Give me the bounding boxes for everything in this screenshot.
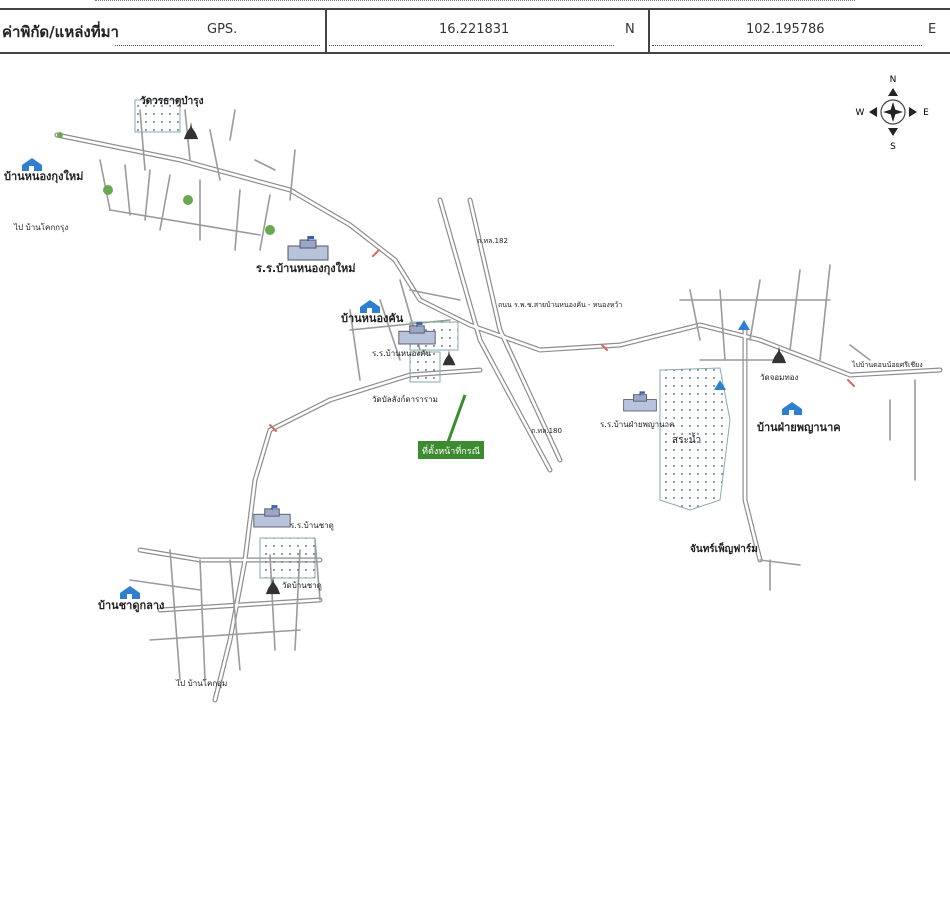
road-network bbox=[54, 109, 943, 703]
gps-source-value: GPS. bbox=[207, 22, 238, 37]
triangle-icon bbox=[714, 320, 750, 390]
site-marker: ที่ตั้งหน้าที่กรณี bbox=[418, 394, 484, 459]
dotted-underline bbox=[652, 45, 922, 46]
village-nongkhan-label: บ้านหนองคัน bbox=[341, 312, 404, 325]
gps-label: ค่าพิกัด/แหล่งที่มา bbox=[2, 23, 119, 41]
latitude-hemisphere: N bbox=[625, 22, 635, 37]
compass-n: N bbox=[890, 75, 897, 85]
school-nongkhan-label: ร.ร.บ้านหนองคัน bbox=[372, 349, 432, 358]
compass-rose: N S E W bbox=[856, 75, 930, 152]
school-chaophaya-label: ร.ร.บ้านฝ่ายพญานาค bbox=[600, 420, 674, 429]
gps-coordinate-bar: ค่าพิกัด/แหล่งที่มา GPS. 16.221831 N 102… bbox=[0, 0, 950, 54]
longitude-cell: 102.195786 E bbox=[650, 10, 950, 52]
temple-icon bbox=[442, 350, 456, 366]
reservoir-label: สระน้ำ bbox=[672, 432, 701, 446]
road-to-south-label: ไป บ้านโคกอุ่ม bbox=[175, 678, 227, 688]
tree-markers bbox=[57, 132, 275, 235]
wat-east-label: วัดจอมทอง bbox=[760, 373, 799, 382]
compass-s: S bbox=[890, 142, 896, 152]
arrow-east-icon bbox=[909, 107, 917, 117]
compass-w: W bbox=[856, 108, 865, 118]
temple-icon bbox=[265, 577, 281, 595]
village-chaophaya-label: บ้านฝ่ายพญานาค bbox=[757, 421, 841, 434]
arrow-west-icon bbox=[869, 107, 877, 117]
village-nongkung-label: บ้านหนองกุงใหม่ bbox=[4, 169, 83, 184]
reservoir-area bbox=[659, 367, 731, 511]
village-south-label: บ้านชาดูกลาง bbox=[98, 599, 164, 613]
wat-center-label: วัดบัลลังก์ดาราราม bbox=[372, 394, 438, 404]
location-map: ที่ตั้งหน้าที่กรณี วัดวรธาตุบำรุง บ้านหน… bbox=[4, 75, 943, 703]
school-icon bbox=[623, 390, 657, 412]
arrow-north-icon bbox=[888, 88, 898, 96]
route-180-label: ถ.ทล.180 bbox=[531, 427, 562, 435]
longitude-hemisphere: E bbox=[928, 22, 937, 37]
longitude-value: 102.195786 bbox=[746, 22, 825, 37]
gps-source-cell: ค่าพิกัด/แหล่งที่มา GPS. bbox=[0, 10, 327, 52]
dotted-underline bbox=[115, 45, 320, 46]
settlement-areas bbox=[134, 99, 731, 579]
house-icon bbox=[120, 586, 140, 599]
top-dotted-line bbox=[95, 0, 855, 1]
school-icon bbox=[253, 505, 291, 528]
route-182-label: ถ.ทล.182 bbox=[477, 237, 508, 245]
wat-north-label: วัดวรธาตุบำรุง bbox=[140, 95, 204, 107]
dotted-underline bbox=[329, 45, 614, 46]
school-nongkung-label: ร.ร.บ้านหนองกุงใหม่ bbox=[256, 261, 356, 276]
compass-e: E bbox=[923, 108, 929, 118]
school-south-label: ร.ร.บ้านชาดู bbox=[290, 521, 334, 531]
road-to-nongkung-label: ไป บ้านโคกกรุง bbox=[13, 222, 68, 232]
farm-label: จันทร์เพ็ญฟาร์ม bbox=[690, 541, 758, 555]
wat-south-label: วัดบ้านชาดู bbox=[282, 581, 322, 591]
highway-road-label: ถนน ร.พ.ช.สายบ้านหนองคัน - หนองหว้า bbox=[498, 301, 622, 309]
house-icon bbox=[782, 402, 802, 415]
school-icon bbox=[287, 236, 329, 261]
arrow-south-icon bbox=[888, 128, 898, 136]
site-label: ที่ตั้งหน้าที่กรณี bbox=[422, 444, 480, 457]
latitude-cell: 16.221831 N bbox=[327, 10, 650, 52]
road-east-label: ไปบ้านดอนน้อยศรีเชียง bbox=[851, 360, 923, 369]
latitude-value: 16.221831 bbox=[439, 22, 510, 37]
